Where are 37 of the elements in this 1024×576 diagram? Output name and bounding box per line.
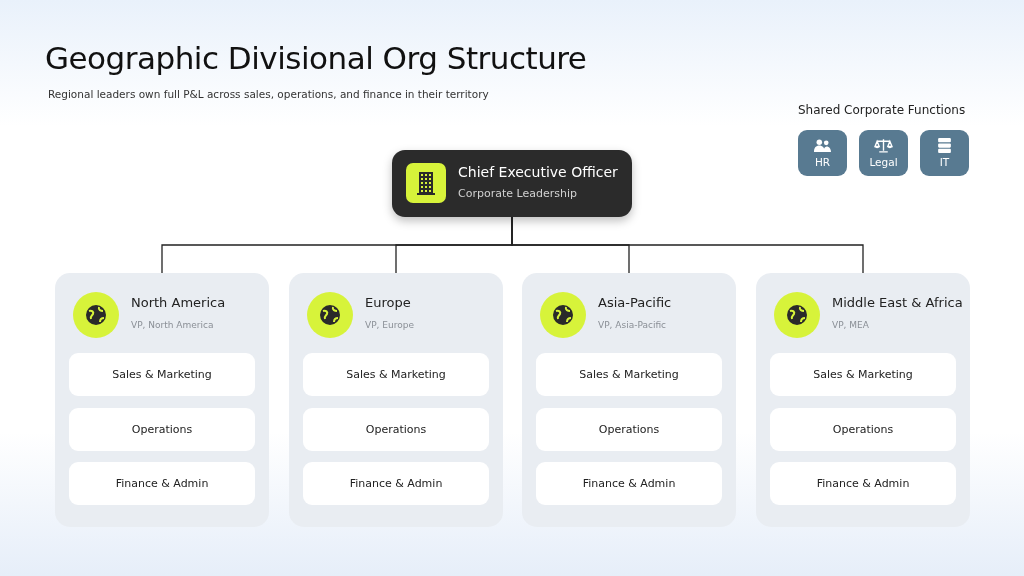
section-heading: Shared Corporate Functions [798,103,966,117]
function-tile [920,130,969,176]
department-box: Finance & Admin [770,462,956,505]
region-subtitle: VP, North America [131,320,214,330]
region-title: Middle East & Africa [832,295,963,310]
region-subtitle: VP, MEA [832,320,869,330]
department-box: Sales & Marketing [536,353,722,396]
department-box: Operations [536,407,722,451]
region-subtitle: VP, Europe [365,320,414,330]
title: Geographic Divisional Org Structure [45,40,587,76]
function-tile [859,130,908,176]
function-tile [798,130,847,176]
region-card [522,273,736,527]
node-title: Chief Executive Officer [458,164,618,180]
department-box: Operations [69,407,255,451]
region-title: Asia-Pacific [598,295,672,310]
department-box: Finance & Admin [69,462,255,505]
region-card [55,273,269,527]
subtitle: Regional leaders own full P&L across sales, operations, and finance in their territory [48,88,489,100]
department-box: Operations [770,407,956,451]
department-box: Sales & Marketing [303,353,489,396]
department-box: Operations [303,407,489,451]
executive-card [392,150,632,217]
department-box: Sales & Marketing [69,353,255,396]
region-title: North America [131,295,226,310]
tile-label: Legal [868,156,899,168]
region-title: Europe [365,295,411,310]
node-subtitle: Corporate Leadership [458,187,577,200]
region-card [289,273,503,527]
department-box: Finance & Admin [303,462,489,505]
region-card [756,273,970,527]
department-box: Sales & Marketing [770,353,956,396]
tile-label: IT [938,156,951,168]
connector-line [511,216,864,274]
department-box: Finance & Admin [536,462,722,505]
tile-label: HR [813,156,832,168]
region-subtitle: VP, Asia-Pacific [598,320,667,330]
